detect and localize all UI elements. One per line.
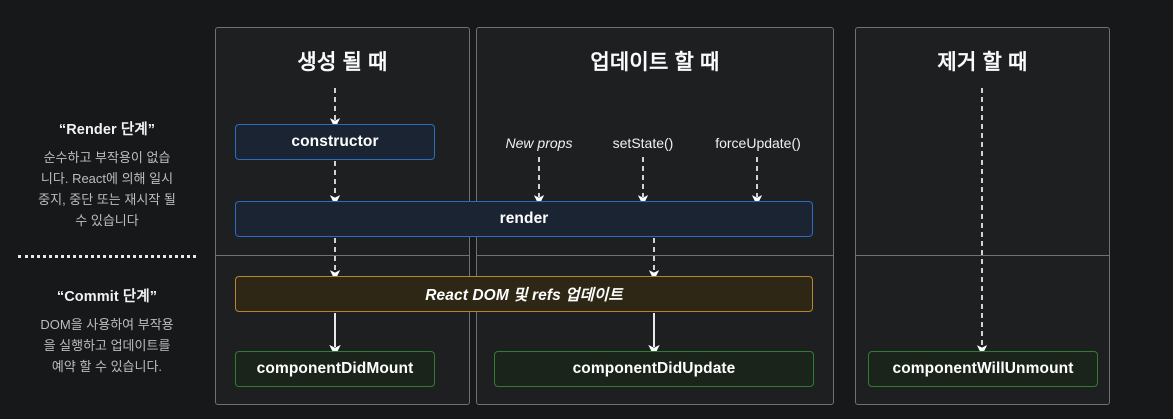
trigger-label-set-state: setState() <box>612 135 674 151</box>
column-unmounting: 제거 할 때 <box>855 27 1110 405</box>
legend-render-line-1: 순수하고 부작용이 없습 <box>43 150 171 165</box>
node-component-will-unmount[interactable]: componentWillUnmount <box>868 351 1098 387</box>
legend-commit-line-3: 예약 할 수 있습니다. <box>51 359 163 374</box>
legend-render-line-3: 중지, 중단 또는 재시작 될 <box>38 192 176 207</box>
legend-render-line-2: 니다. React에 의해 일시 <box>40 171 174 186</box>
column-updating-title: 업데이트 할 때 <box>590 51 720 74</box>
legend-commit-phase-description: DOM을 사용하여 부작용 을 실행하고 업데이트를 예약 할 수 있습니다. <box>14 314 200 377</box>
legend-commit-phase: “Commit 단계” DOM을 사용하여 부작용 을 실행하고 업데이트를 예… <box>14 285 200 377</box>
phase-divider-mounting <box>216 255 469 256</box>
legend-render-line-4: 수 있습니다 <box>75 213 139 228</box>
node-component-did-update[interactable]: componentDidUpdate <box>494 351 814 387</box>
phase-divider-unmounting <box>856 255 1109 256</box>
phase-divider-updating <box>477 255 833 256</box>
node-render[interactable]: render <box>235 201 813 237</box>
column-unmounting-title: 제거 할 때 <box>937 51 1028 74</box>
legend-commit-phase-title: “Commit 단계” <box>56 289 158 305</box>
trigger-label-force-update: forceUpdate() <box>715 135 801 151</box>
node-react-dom-and-refs-update[interactable]: React DOM 및 refs 업데이트 <box>235 276 813 312</box>
node-constructor[interactable]: constructor <box>235 124 435 160</box>
column-mounting-title: 생성 될 때 <box>297 51 388 74</box>
legend-render-phase: “Render 단계” 순수하고 부작용이 없습 니다. React에 의해 일… <box>14 118 200 231</box>
legend-render-phase-title: “Render 단계” <box>58 122 156 138</box>
legend-divider <box>18 255 196 258</box>
trigger-label-new-props: New props <box>505 135 573 151</box>
phase-legend: “Render 단계” 순수하고 부작용이 없습 니다. React에 의해 일… <box>0 0 212 419</box>
legend-commit-line-2: 을 실행하고 업데이트를 <box>43 338 171 353</box>
legend-render-phase-description: 순수하고 부작용이 없습 니다. React에 의해 일시 중지, 중단 또는 … <box>14 147 200 231</box>
legend-commit-line-1: DOM을 사용하여 부작용 <box>40 317 174 332</box>
node-component-did-mount[interactable]: componentDidMount <box>235 351 435 387</box>
